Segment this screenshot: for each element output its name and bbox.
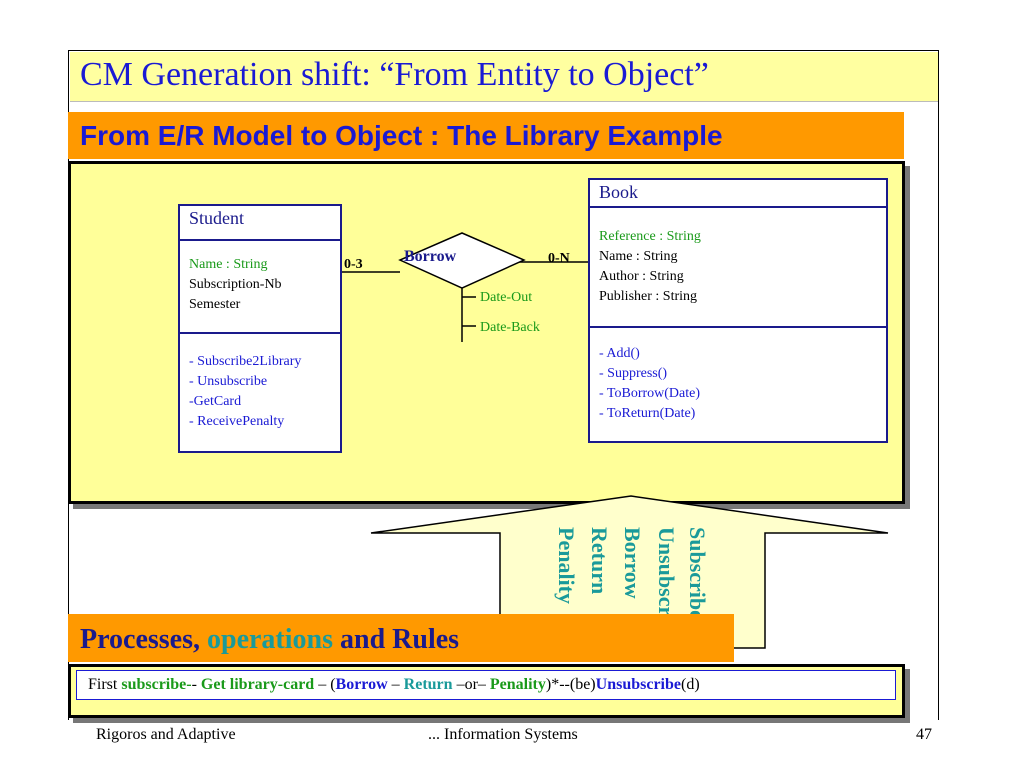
rule-segment: Unsubscribe <box>595 676 681 693</box>
borrow-label: Borrow <box>404 248 457 265</box>
left-cardinality: 0-3 <box>344 257 363 272</box>
operations-word: operations <box>207 624 333 655</box>
rule-segment: First <box>88 676 122 693</box>
arrow-text-return: Return <box>587 527 612 595</box>
rule-segment: Get library-card <box>200 676 315 693</box>
rule-segment: Borrow <box>335 676 388 693</box>
title-bar <box>70 52 938 102</box>
book-attr: Name : String <box>599 249 678 264</box>
book-attr: Author : String <box>599 269 684 284</box>
up-arrow <box>370 495 889 649</box>
book-attributes: Reference : String Name : String Author … <box>590 206 886 326</box>
student-op: -GetCard <box>189 394 242 409</box>
right-cardinality: 0-N <box>548 251 570 266</box>
footer-left: Rigoros and Adaptive <box>96 726 236 743</box>
rules-word: and Rules <box>333 624 460 655</box>
book-op: - Suppress() <box>599 366 668 381</box>
student-op: - Unsubscribe <box>189 374 268 389</box>
student-class: Student Name : String Subscription-Nb Se… <box>178 204 342 453</box>
rule-segment: (d) <box>681 676 700 693</box>
arrow-text-penality: Penality <box>554 527 579 604</box>
rule-segment: Return <box>403 676 453 693</box>
student-op: - Subscribe2Library <box>189 354 302 369</box>
book-operations: - Add() - Suppress() - ToBorrow(Date) - … <box>590 326 886 441</box>
student-op: - ReceivePenalty <box>189 414 285 429</box>
subtitle-bar <box>68 112 904 159</box>
book-attr: Reference : String <box>599 229 701 244</box>
rule-box <box>76 670 896 700</box>
rule-segment: - <box>191 676 201 693</box>
student-attributes: Name : String Subscription-Nb Semester <box>180 239 340 332</box>
book-class: Book Reference : String Name : String Au… <box>588 178 888 443</box>
book-class-name: Book <box>599 182 639 202</box>
page-number: 47 <box>916 726 932 743</box>
student-operations: - Subscribe2Library - Unsubscribe -GetCa… <box>180 332 340 451</box>
book-op: - ToBorrow(Date) <box>599 386 701 401</box>
footer-center: ... Information Systems <box>428 726 578 743</box>
processes-word: Processes, <box>80 624 207 655</box>
date-out-attr: Date-Out <box>480 290 533 305</box>
student-attr: Subscription-Nb <box>189 277 282 292</box>
slide-subtitle: From E/R Model to Object : The Library E… <box>80 120 723 151</box>
processes-title: Processes, operations and Rules <box>80 624 459 656</box>
book-op: - Add() <box>599 346 640 361</box>
processes-bar <box>68 614 734 662</box>
rule-segment: –or– <box>452 676 490 693</box>
student-attr: Semester <box>189 297 241 312</box>
rule-segment: – ( <box>314 676 336 693</box>
student-attr: Name : String <box>189 257 268 272</box>
slide-title: CM Generation shift: “From Entity to Obj… <box>80 56 709 93</box>
rule-segment: )*--(be) <box>545 676 596 693</box>
student-class-name: Student <box>189 208 245 228</box>
book-op: - ToReturn(Date) <box>599 406 696 421</box>
date-back-attr: Date-Back <box>480 320 540 335</box>
rule-text: First subscribe-- Get library-card – (Bo… <box>88 676 700 694</box>
rule-segment: subscribe- <box>121 676 192 693</box>
arrow-text-borrow: Borrow <box>620 527 645 599</box>
book-attr: Publisher : String <box>599 289 698 304</box>
rule-segment: – <box>387 676 404 693</box>
arrow-text-subscribe: Subscribe <box>685 527 710 620</box>
rule-segment: Penality <box>489 676 546 693</box>
